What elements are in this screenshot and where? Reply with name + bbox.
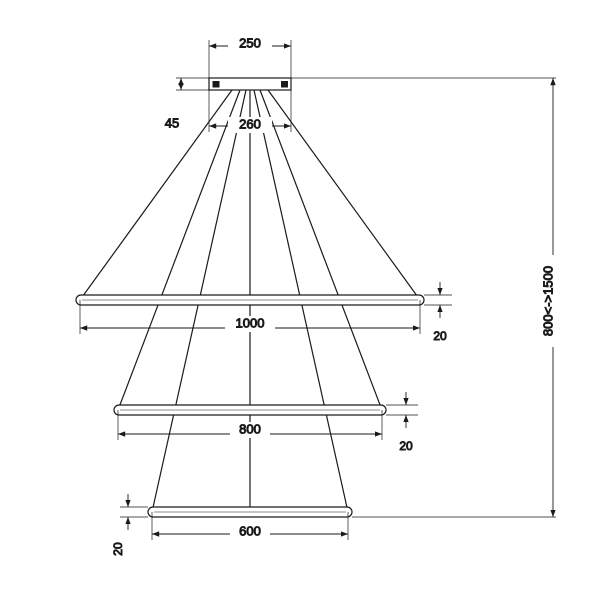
dim-ring-bottom-thickness: 20 bbox=[111, 542, 125, 556]
dim-total-height: 800<->1500 bbox=[540, 266, 555, 336]
dim-ring-mid-thickness: 20 bbox=[399, 439, 413, 453]
dim-ring-top-thickness: 20 bbox=[433, 329, 447, 343]
ceiling-canopy bbox=[208, 77, 292, 91]
dim-canopy-width: 250 bbox=[239, 35, 261, 50]
dim-ring-bottom-diameter: 600 bbox=[239, 523, 261, 538]
dim-canopy-spread: 260 bbox=[239, 116, 261, 131]
dim-canopy-height: 45 bbox=[165, 115, 179, 130]
dimension-labels: 250 45 260 1000 20 800 20 600 20 800<->1… bbox=[111, 35, 558, 556]
ring-top bbox=[75, 294, 425, 306]
dim-ring-mid-diameter: 800 bbox=[239, 421, 261, 436]
fixture-geometry: 250 45 260 1000 20 800 20 600 20 800<->1… bbox=[75, 35, 558, 556]
ring-bottom bbox=[147, 506, 353, 518]
ring-middle bbox=[113, 404, 387, 416]
dimension-lines bbox=[80, 43, 556, 537]
extension-lines bbox=[79, 40, 556, 540]
dim-ring-top-diameter: 1000 bbox=[236, 315, 265, 330]
